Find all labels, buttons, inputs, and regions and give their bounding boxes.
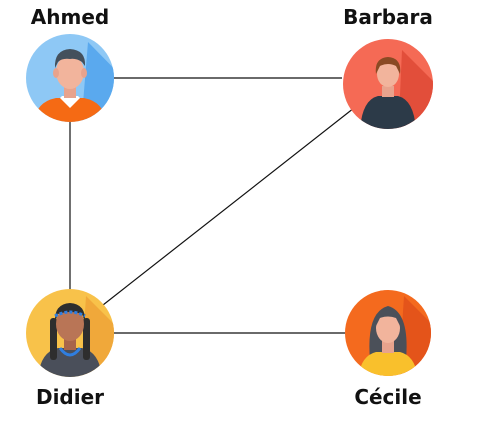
man-orange-shirt-avatar-icon [26,34,114,122]
node-label-didier: Didier [36,385,104,409]
node-didier: Didier [26,289,114,409]
woman-dark-sweater-avatar-icon [343,39,433,129]
node-label-barbara: Barbara [343,5,433,29]
node-label-cecile: Cécile [354,385,421,409]
node-barbara: Barbara [343,5,433,129]
node-cecile: Cécile [345,290,431,409]
node-ahmed: Ahmed [26,5,114,122]
woman-braids-necklace-avatar-icon [26,289,114,377]
edges [69,77,355,334]
edge-didier-barbara [102,107,355,306]
woman-long-hair-avatar-icon [345,290,431,376]
node-label-ahmed: Ahmed [31,5,109,29]
